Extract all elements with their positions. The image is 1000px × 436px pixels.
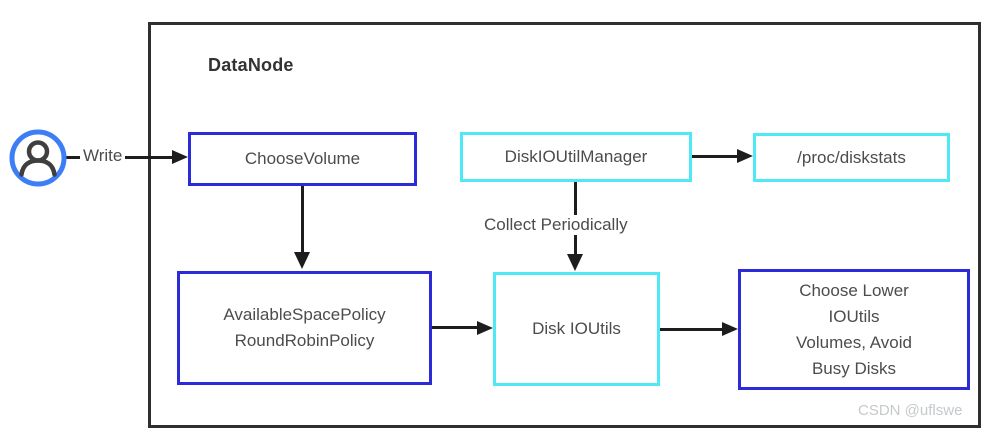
edge-policies-to-ioutils-line (429, 326, 479, 329)
node-choose-lower-line3: Volumes, Avoid (796, 332, 912, 352)
collect-periodically-label: Collect Periodically (481, 215, 631, 235)
edge-manager-to-diskstats-line (692, 155, 738, 158)
edge-ioutils-to-chooselower-line (657, 328, 723, 331)
user-icon (9, 129, 67, 187)
edge-write-arrowhead (172, 150, 188, 164)
write-label: Write (80, 146, 126, 166)
edge-policies-to-ioutils-arrowhead (477, 321, 493, 335)
edge-choosevolume-to-policies-line (301, 183, 304, 253)
node-disk-io-util-manager: DiskIOUtilManager (460, 132, 692, 182)
node-choose-volume-label: ChooseVolume (244, 149, 361, 168)
node-disk-ioutils: Disk IOUtils (493, 272, 660, 386)
node-policies: AvailableSpacePolicy RoundRobinPolicy (177, 271, 432, 385)
datanode-container: DataNode (148, 22, 981, 428)
node-policies-line1: AvailableSpacePolicy (223, 305, 386, 324)
edge-manager-to-diskstats-arrowhead (737, 149, 753, 163)
node-choose-lower-line4: Busy Disks (811, 358, 897, 378)
node-policies-line2: RoundRobinPolicy (234, 331, 375, 350)
datanode-label: DataNode (208, 55, 294, 75)
watermark-text: CSDN @uflswe (858, 402, 963, 419)
node-choose-lower-line1: Choose Lower (799, 280, 909, 300)
node-choose-lower: Choose Lower IOUtils Volumes, Avoid Busy… (738, 269, 970, 390)
edge-collect-arrowhead (567, 254, 583, 271)
node-proc-diskstats: /proc/diskstats (753, 133, 950, 182)
node-choose-volume: ChooseVolume (188, 132, 417, 186)
node-choose-lower-line2: IOUtils (828, 306, 880, 326)
edge-choosevolume-to-policies-arrowhead (294, 252, 310, 269)
node-disk-ioutils-label: Disk IOUtils (532, 319, 621, 338)
edge-ioutils-to-chooselower-arrowhead (722, 322, 738, 336)
node-proc-diskstats-label: /proc/diskstats (797, 147, 906, 167)
node-disk-io-util-manager-label: DiskIOUtilManager (504, 147, 648, 166)
